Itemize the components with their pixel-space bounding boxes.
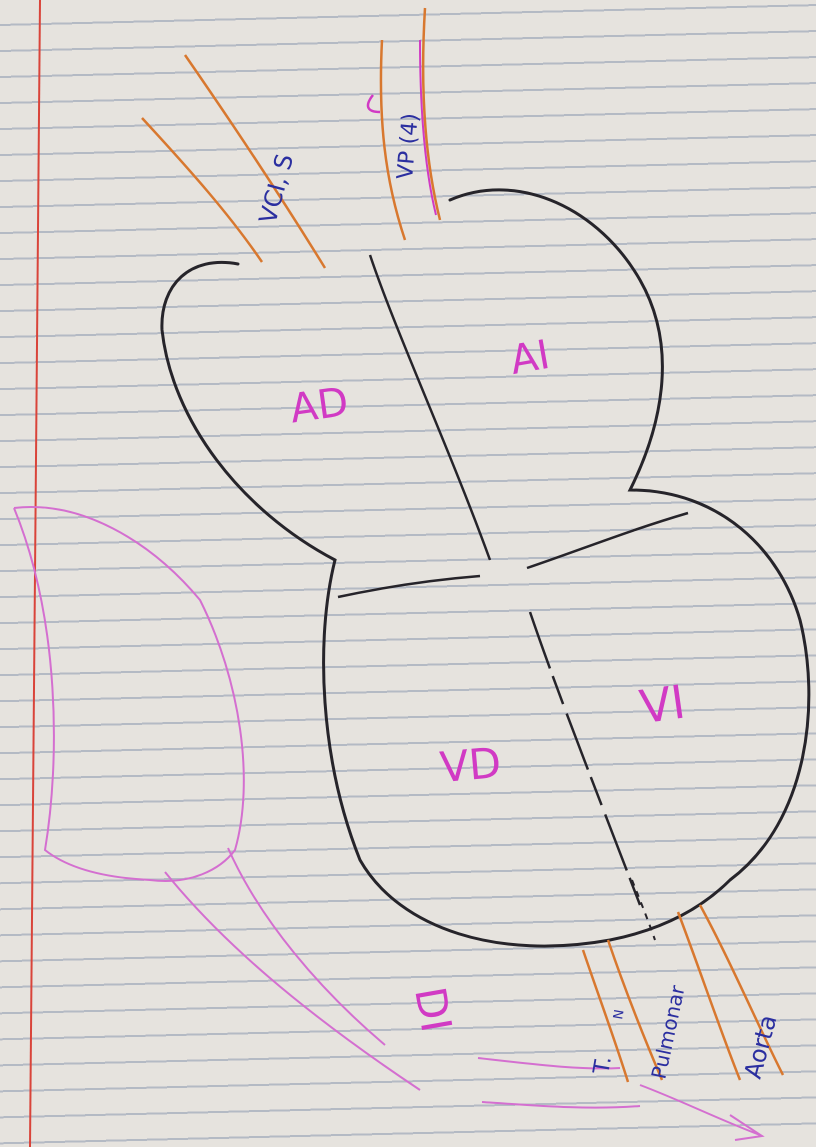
av-groove-left [337,574,481,599]
label-pulmonar: Pulmonar [646,983,689,1081]
arrow-shaft-1 [164,871,421,1091]
arrow-outline [13,506,245,882]
heart-outline [160,188,811,948]
arrow-shaft-2 [227,847,386,1046]
vci-vessel-upper [183,54,327,269]
label-tronco-t: T. [589,1054,617,1077]
label-ai: AI [507,332,554,384]
vp-bracket [366,94,381,114]
atrial-septum [368,254,492,561]
aorta-vessel-right [698,904,785,1076]
vp-vessel-left [379,39,407,241]
aorta-dash-line [631,879,656,941]
label-aorta: Aorta [739,1012,783,1082]
label-vd: VD [438,738,503,792]
pulmonar-vessel-right [606,939,664,1081]
label-ad: AD [287,379,351,433]
label-di: DI [405,983,461,1036]
vp-magenta-line [419,39,437,216]
arrow-line-a [477,1057,621,1070]
arrow-line-b [481,1101,641,1109]
vp-vessel-right [421,7,442,221]
label-tronco-n: N [611,1009,627,1021]
label-vp: VP (4) [393,112,424,180]
vci-vessel-lower [141,117,264,263]
arrow-head [639,1084,765,1141]
ventricular-septum [528,611,642,906]
aorta-vessel-left [676,911,742,1081]
pulmonar-vessel-left [581,949,630,1083]
av-groove-right [526,511,689,570]
label-vi: VI [636,674,688,734]
